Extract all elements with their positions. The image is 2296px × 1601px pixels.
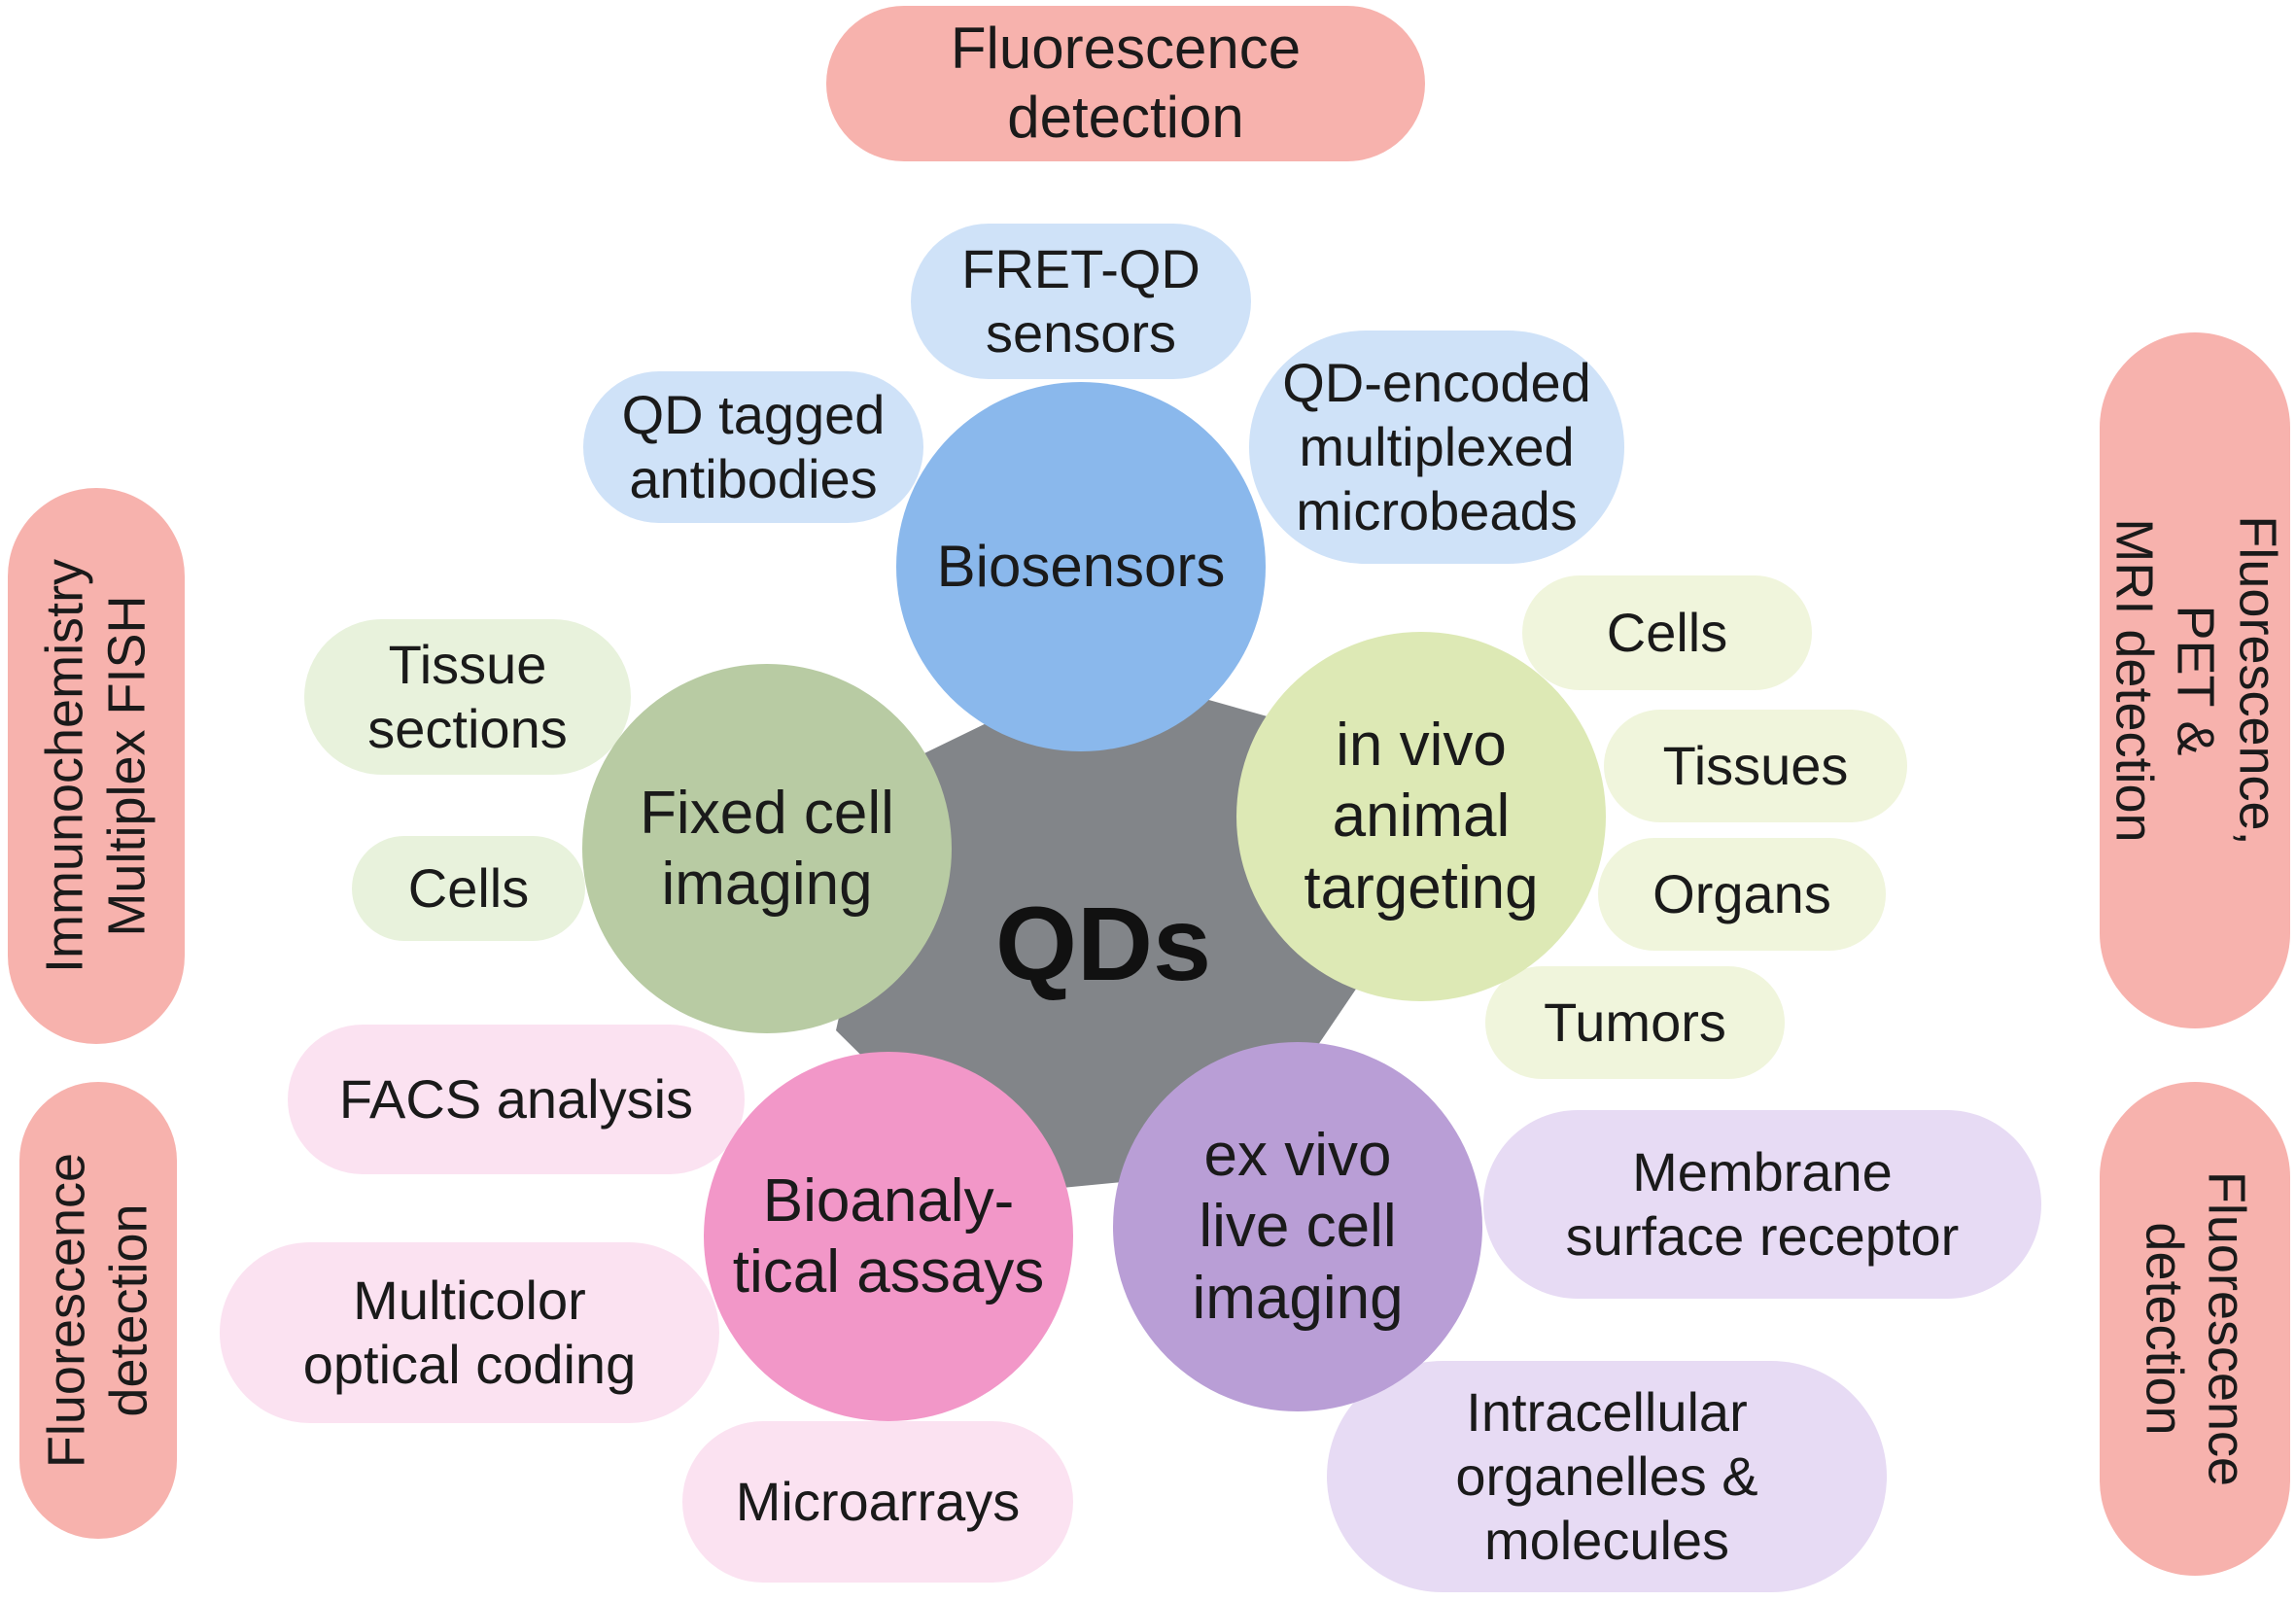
intracellular-organelles: Intracellular organelles & molecules	[1327, 1361, 1887, 1592]
invivo-cells: Cells	[1522, 575, 1812, 690]
fret-qd-sensors: FRET-QD sensors	[911, 224, 1251, 379]
detection-left-top: Immunochemistry Multiplex FISH	[8, 488, 185, 1044]
qd-encoded-microbeads: QD-encoded multiplexed microbeads	[1249, 331, 1624, 564]
microarrays: Microarrays	[682, 1421, 1073, 1583]
fixed-cells: Cells	[352, 836, 585, 941]
detection-top: Fluorescence detection	[826, 6, 1425, 161]
center-label-qds: QDs	[994, 884, 1212, 1002]
multicolor-optical-coding: Multicolor optical coding	[220, 1242, 719, 1423]
detection-left-bottom-label: Fluorescence detection	[37, 1152, 157, 1469]
detection-left-bottom: Fluorescence detection	[19, 1082, 177, 1539]
detection-left-top-label: Immunochemistry Multiplex FISH	[35, 558, 156, 974]
hub-fixed-cell-imaging: Fixed cell imaging	[582, 664, 952, 1033]
facs-analysis: FACS analysis	[288, 1025, 745, 1174]
tissue-sections: Tissue sections	[304, 619, 631, 775]
membrane-surface-receptor: Membrane surface receptor	[1483, 1110, 2041, 1299]
tumors: Tumors	[1485, 966, 1785, 1079]
organs: Organs	[1598, 838, 1886, 951]
hub-bioanalytical-assays: Bioanaly- tical assays	[704, 1052, 1073, 1421]
detection-right-bottom: Fluorescence detection	[2100, 1082, 2290, 1576]
qd-tagged-antibodies: QD tagged antibodies	[583, 371, 923, 523]
hub-in-vivo-targeting: in vivo animal targeting	[1236, 632, 1606, 1001]
tissues: Tissues	[1604, 710, 1907, 822]
hub-biosensors: Biosensors	[896, 382, 1266, 751]
detection-right-top: Fluorescence, PET & MRI detection	[2100, 332, 2290, 1028]
detection-right-bottom-label: Fluorescence detection	[2136, 1170, 2256, 1487]
hub-ex-vivo-imaging: ex vivo live cell imaging	[1113, 1042, 1482, 1411]
detection-right-top-label: Fluorescence, PET & MRI detection	[2105, 515, 2287, 846]
